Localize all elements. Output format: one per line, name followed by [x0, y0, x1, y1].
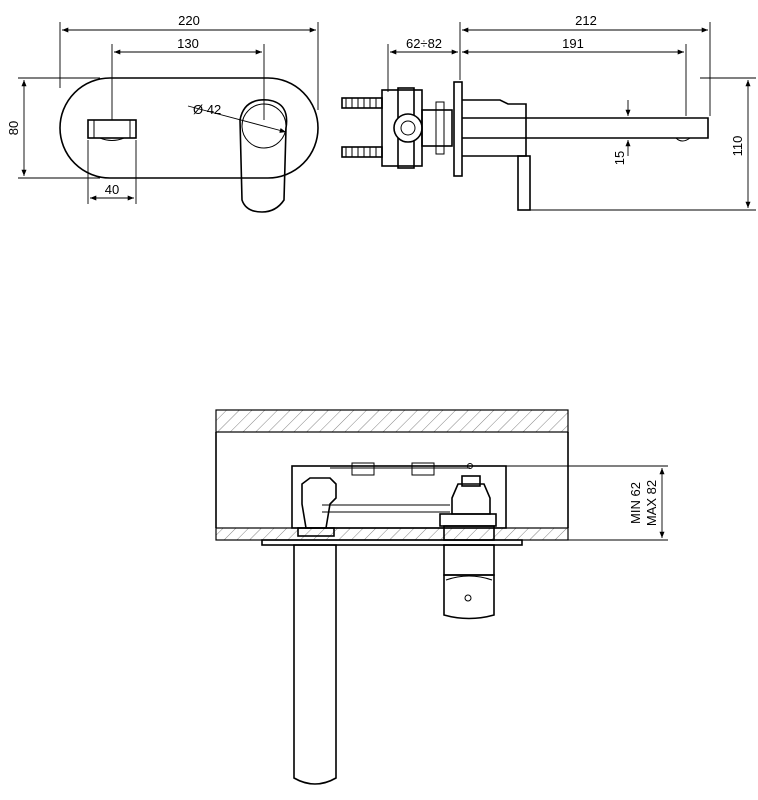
dim-install-max: MAX 82 — [644, 480, 659, 526]
dim-total-depth: 212 — [575, 13, 597, 28]
handle-top — [443, 544, 495, 620]
valve-body — [381, 87, 453, 169]
cover-plate — [261, 539, 523, 546]
dim-handle-diameter: Ø 42 — [193, 102, 221, 117]
side-view: 212 62÷82 191 15 110 — [341, 13, 756, 211]
section-view: MIN 62 MAX 82 — [215, 409, 668, 785]
wall-slab — [215, 409, 569, 433]
dim-front-width: 220 — [178, 13, 200, 28]
finished-wall — [215, 527, 569, 541]
dim-install-min: MIN 62 — [628, 482, 643, 524]
dim-overall-height: 110 — [730, 136, 745, 157]
spout-side — [462, 117, 709, 139]
dim-plate-height: 80 — [6, 121, 21, 135]
dim-spout-to-handle: 130 — [177, 36, 199, 51]
mounting-rods — [341, 97, 383, 158]
installation-box — [291, 462, 507, 529]
dim-spout-offset: 40 — [105, 182, 119, 197]
cartridge — [439, 475, 497, 541]
front-view: 220 130 Ø 42 80 40 — [6, 13, 319, 213]
handle-front — [239, 99, 288, 213]
wall-plate-side — [453, 81, 463, 177]
dim-box-depth-range: 62÷82 — [406, 36, 442, 51]
wall-plate — [59, 77, 319, 179]
handle-side — [462, 99, 527, 157]
dim-spout-thickness: 15 — [612, 151, 627, 165]
dim-spout-projection: 191 — [562, 36, 584, 51]
spout-connector — [297, 477, 337, 537]
spout-top — [293, 544, 337, 785]
spout-front — [87, 119, 137, 139]
